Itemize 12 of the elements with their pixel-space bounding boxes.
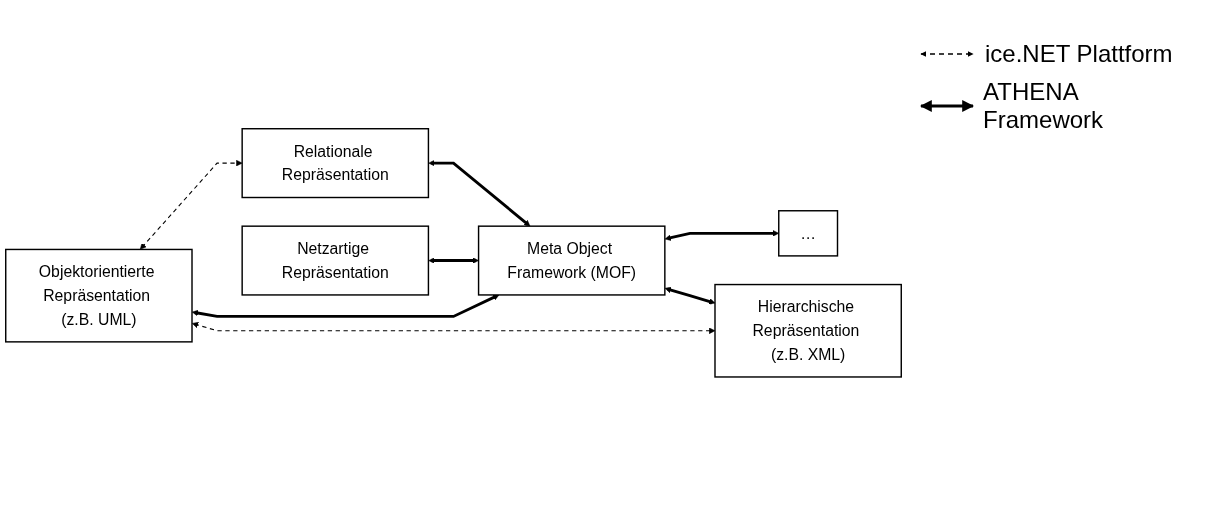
- arrow: [140, 160, 243, 250]
- arrow: [192, 294, 500, 318]
- legend-label: ice.NET Plattform: [985, 40, 1173, 68]
- node-box: Netzartige Repräsentation: [241, 225, 430, 296]
- node-box: Objektorientierte Repräsentation (z.B. UML): [5, 248, 193, 343]
- node-box: Meta Object Framework (MOF): [477, 225, 666, 296]
- arrow: [428, 160, 531, 227]
- legend-label: ATHENA Framework: [983, 78, 1105, 134]
- arrow: [428, 257, 479, 264]
- node-box: …: [778, 210, 839, 257]
- node-box: Hierarchische Repräsentation (z.B. XML): [714, 283, 902, 378]
- node-box: Relationale Repräsentation: [241, 128, 430, 199]
